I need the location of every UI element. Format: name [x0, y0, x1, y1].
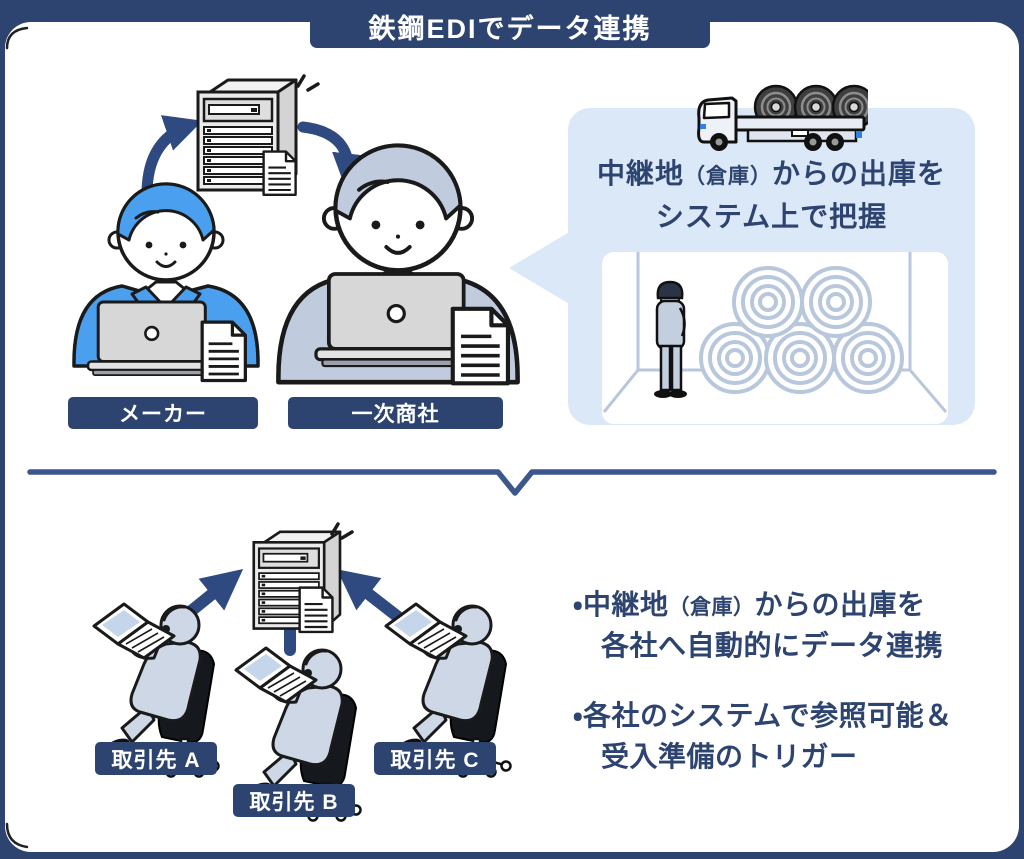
bubble-line-1: 中継地（倉庫）からの出庫を [596, 158, 947, 189]
trader-label-tag: 一次商社 [288, 397, 503, 429]
arrow-partner-c-to-server-icon [336, 569, 408, 626]
maker-label-tag: メーカー [68, 397, 258, 429]
maker-label: メーカー [119, 403, 207, 426]
speech-bubble: 中継地（倉庫）からの出庫を システム上で把握 [568, 108, 975, 425]
bottom-illustration [92, 522, 512, 822]
page-title: 鉄鋼EDIでデータ連携 [368, 13, 652, 44]
steel-coil-icon [800, 266, 872, 338]
bubble-tail [509, 231, 571, 305]
title-banner: 鉄鋼EDIでデータ連携 [310, 4, 710, 48]
document-icon [200, 320, 247, 383]
notes-list: ・中継地（倉庫）からの出庫を 各社へ自動的にデータ連携 ・各社のシステムで参照可… [573, 585, 1013, 807]
trader-label: 一次商社 [351, 403, 440, 426]
corner-stroke-top-left [5, 26, 29, 50]
top-illustration [72, 74, 520, 432]
laptop-icon [86, 300, 217, 377]
note-2-line-2: 受入準備のトリガー [601, 740, 858, 772]
corner-stroke-bottom-left [5, 822, 29, 849]
note-1-line-1: ・中継地（倉庫）からの出庫を [573, 589, 926, 620]
maker-person-illustration [72, 182, 260, 383]
document-icon [453, 309, 508, 384]
trader-person-illustration [278, 146, 517, 384]
warehouse-illustration [602, 252, 948, 424]
bubble-text: 中継地（倉庫）からの出庫を システム上で把握 [568, 152, 975, 239]
bubble-line-2: システム上で把握 [655, 201, 888, 233]
document-icon [298, 586, 334, 634]
partner-c-label-tag: 取引先 C [374, 742, 496, 775]
note-2-line-1: ・各社のシステムで参照可能＆ [573, 700, 953, 732]
note-item-1: ・中継地（倉庫）からの出庫を 各社へ自動的にデータ連携 [573, 585, 1013, 666]
note-item-2: ・各社のシステムで参照可能＆ 受入準備のトリガー [573, 696, 1013, 777]
sparkle-icon [296, 74, 320, 92]
worker-icon [652, 280, 689, 400]
steel-coil-icon [732, 266, 804, 338]
note-1-line-2: 各社へ自動的にデータ連携 [601, 629, 944, 661]
document-icon [262, 150, 297, 197]
partner-a-label-tag: 取引先 A [95, 742, 217, 775]
truck-icon [697, 84, 868, 151]
partner-b-label-tag: 取引先 B [233, 784, 355, 817]
arrow-server-to-trader-icon [297, 121, 370, 192]
partner-a-label: 取引先 A [111, 748, 201, 772]
section-divider [27, 469, 997, 496]
partner-b-label: 取引先 B [249, 790, 339, 814]
partner-c-label: 取引先 C [390, 748, 480, 772]
